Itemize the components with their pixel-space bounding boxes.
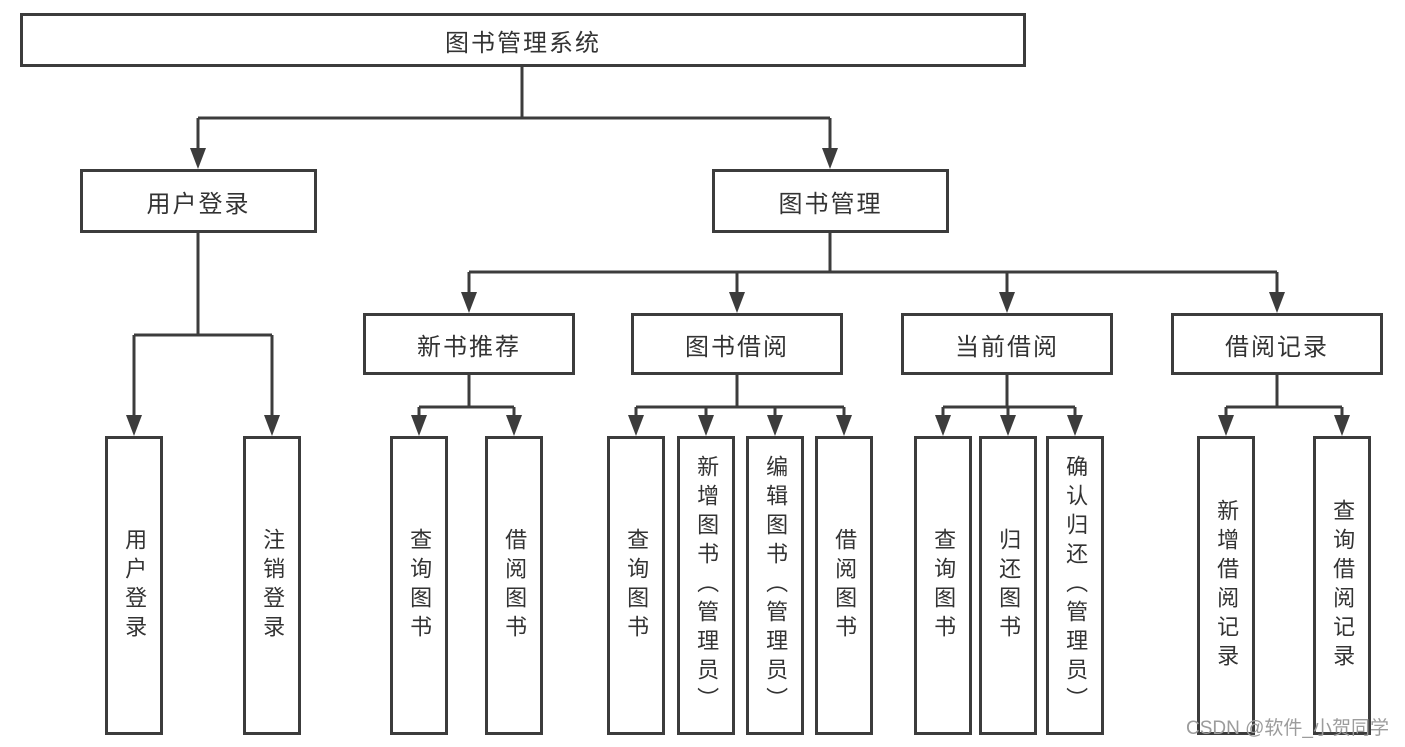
leaf-query-book-3-label: 查询图书 xyxy=(931,527,957,644)
leaf-user-login: 用户登录 xyxy=(105,436,163,735)
node-root-label: 图书管理系统 xyxy=(445,29,601,57)
leaf-borrow-book-2: 借阅图书 xyxy=(815,436,873,735)
node-user-login-label: 用户登录 xyxy=(146,190,251,218)
node-user-login: 用户登录 xyxy=(80,169,317,233)
leaf-add-borrow-record: 新增借阅记录 xyxy=(1197,436,1255,735)
leaf-edit-book-admin: 编辑图书（管理员） xyxy=(746,436,804,735)
node-book-management: 图书管理 xyxy=(712,169,949,233)
leaf-add-borrow-record-label: 新增借阅记录 xyxy=(1214,498,1240,673)
node-book-borrow-label: 图书借阅 xyxy=(685,333,789,361)
node-borrow-record-label: 借阅记录 xyxy=(1225,333,1329,361)
leaf-confirm-return-admin: 确认归还（管理员） xyxy=(1046,436,1104,735)
leaf-borrow-book-1-label: 借阅图书 xyxy=(502,527,528,644)
leaf-return-book: 归还图书 xyxy=(979,436,1037,735)
leaf-add-book-admin: 新增图书（管理员） xyxy=(677,436,735,735)
node-borrow-record: 借阅记录 xyxy=(1171,313,1383,375)
leaf-confirm-return-admin-label: 确认归还（管理员） xyxy=(1063,455,1089,716)
leaf-user-login-label: 用户登录 xyxy=(122,527,148,644)
leaf-logout: 注销登录 xyxy=(243,436,301,735)
leaf-query-borrow-record: 查询借阅记录 xyxy=(1313,436,1371,735)
leaf-query-book-2-label: 查询图书 xyxy=(624,527,650,644)
node-book-management-label: 图书管理 xyxy=(778,190,883,218)
leaf-query-book-1-label: 查询图书 xyxy=(407,527,433,644)
leaf-query-book-3: 查询图书 xyxy=(914,436,972,735)
leaf-borrow-book-2-label: 借阅图书 xyxy=(832,527,858,644)
arrowheads xyxy=(126,148,1350,436)
leaf-logout-label: 注销登录 xyxy=(260,527,286,644)
leaf-add-book-admin-label: 新增图书（管理员） xyxy=(694,455,720,716)
leaf-query-book-2: 查询图书 xyxy=(607,436,665,735)
leaf-query-book-1: 查询图书 xyxy=(390,436,448,735)
node-book-borrow: 图书借阅 xyxy=(631,313,843,375)
node-current-borrow-label: 当前借阅 xyxy=(955,333,1059,361)
watermark: CSDN @软件_小贺同学 xyxy=(1186,718,1389,739)
leaf-borrow-book-1: 借阅图书 xyxy=(485,436,543,735)
node-current-borrow: 当前借阅 xyxy=(901,313,1113,375)
leaf-query-borrow-record-label: 查询借阅记录 xyxy=(1330,498,1356,673)
node-new-book-recommend: 新书推荐 xyxy=(363,313,575,375)
node-new-book-recommend-label: 新书推荐 xyxy=(417,333,521,361)
leaf-edit-book-admin-label: 编辑图书（管理员） xyxy=(763,455,789,716)
node-root: 图书管理系统 xyxy=(20,13,1026,67)
leaf-return-book-label: 归还图书 xyxy=(996,527,1022,644)
